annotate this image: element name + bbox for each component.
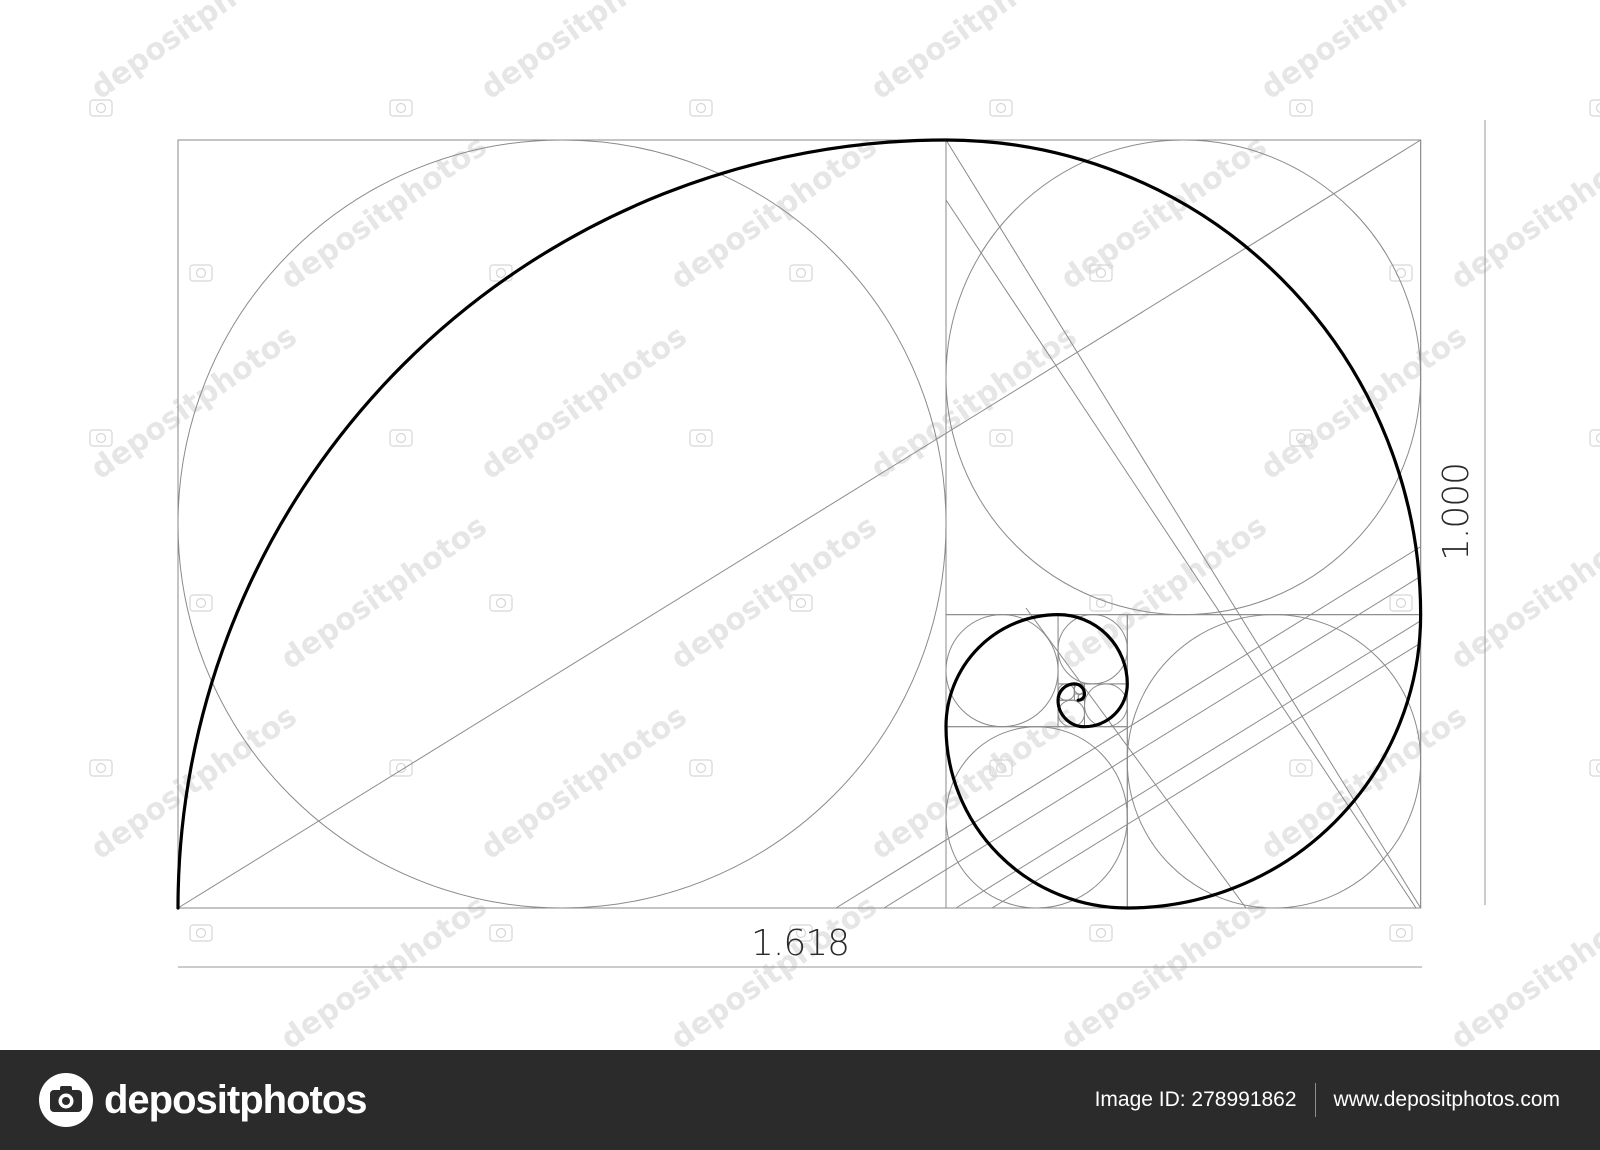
camera-icon — [489, 594, 513, 612]
camera-icon — [689, 429, 713, 447]
width-label: 1.618 — [751, 923, 849, 964]
watermark-text: depositphotos — [85, 0, 304, 107]
footer-bar: depositphotos Image ID: 278991862 www.de… — [0, 1050, 1600, 1150]
camera-icon — [789, 264, 813, 282]
parallel-diagonal-2 — [883, 575, 1421, 909]
camera-icon — [1389, 594, 1413, 612]
watermark-text: depositphotos — [665, 509, 884, 677]
camera-icon — [989, 429, 1013, 447]
depositphotos-camera-logo-icon — [39, 1073, 93, 1127]
watermark-text: depositphotos — [665, 889, 884, 1050]
watermark-text: depositphotos — [475, 0, 694, 107]
camera-icon — [789, 924, 813, 942]
footer-info: Image ID: 278991862 www.depositphotos.co… — [1095, 1050, 1560, 1150]
cross-diagonal-2 — [1025, 607, 1247, 909]
camera-icon — [1589, 759, 1600, 777]
camera-icon — [89, 759, 113, 777]
watermark-text: depositphotos — [475, 699, 694, 867]
camera-icon — [1389, 924, 1413, 942]
watermark-text: depositphotos — [865, 699, 1084, 867]
watermark-text: depositphotos — [1055, 509, 1274, 677]
cross-diagonal-1 — [945, 199, 1417, 909]
camera-icon — [1589, 99, 1600, 117]
secondary-diagonal — [945, 139, 1422, 909]
construction-guides — [177, 139, 1422, 909]
camera-icon — [689, 99, 713, 117]
brand-name: depositphotos — [104, 1077, 368, 1122]
camera-icon — [389, 759, 413, 777]
brand-logo[interactable]: depositphotos — [38, 1070, 368, 1130]
watermark-text: depositphotos — [1055, 889, 1274, 1050]
watermark-layer: depositphotos depositphotos depositphotos d… — [85, 0, 1600, 1050]
main-diagonal — [177, 139, 1421, 909]
watermark-text: depositphotos — [1255, 699, 1474, 867]
watermark-text: depositphotos — [1255, 0, 1474, 107]
watermark-text: depositphotos — [85, 699, 304, 867]
camera-icon — [89, 429, 113, 447]
watermark-text: depositphotos — [865, 0, 1084, 107]
camera-icon — [189, 924, 213, 942]
watermark-text: depositphotos — [85, 319, 304, 487]
watermark-text: depositphotos — [665, 129, 884, 297]
camera-icon — [1589, 429, 1600, 447]
camera-icon — [189, 594, 213, 612]
image-id: Image ID: 278991862 — [1094, 1088, 1297, 1111]
camera-icon — [389, 99, 413, 117]
camera-icon — [1289, 99, 1313, 117]
camera-icon — [989, 99, 1013, 117]
watermark-text: depositphotos — [1445, 889, 1600, 1050]
camera-icon — [1289, 759, 1313, 777]
watermark-text: depositphotos — [1055, 129, 1274, 297]
camera-icon — [1289, 429, 1313, 447]
parallel-diagonal-4 — [991, 642, 1421, 909]
watermark-text: depositphotos — [1255, 319, 1474, 487]
watermark-text: depositphotos — [275, 509, 494, 677]
golden-spiral — [176, 138, 1423, 910]
camera-icon — [1089, 264, 1113, 282]
golden-ratio-diagram: depositphotos depositphotos depositphotos d… — [85, 0, 1600, 1050]
parallel-diagonal-1 — [835, 546, 1421, 909]
website-link[interactable]: www.depositphotos.com — [1333, 1088, 1560, 1111]
footer-divider — [1314, 1083, 1316, 1117]
parallel-diagonal-3 — [955, 620, 1421, 909]
watermark-text: depositphotos — [275, 889, 494, 1050]
height-label: 1.000 — [1436, 463, 1477, 561]
watermark-text: depositphotos — [475, 319, 694, 487]
camera-icon — [789, 594, 813, 612]
watermark-text: depositphotos — [1445, 129, 1600, 297]
camera-icon — [1089, 594, 1113, 612]
watermark-text: depositphotos — [865, 319, 1084, 487]
camera-icon — [489, 924, 513, 942]
camera-icon — [989, 759, 1013, 777]
camera-icon — [1089, 924, 1113, 942]
camera-icon — [689, 759, 713, 777]
camera-icon — [89, 99, 113, 117]
camera-icon — [489, 264, 513, 282]
camera-icon — [189, 264, 213, 282]
camera-icon — [389, 429, 413, 447]
